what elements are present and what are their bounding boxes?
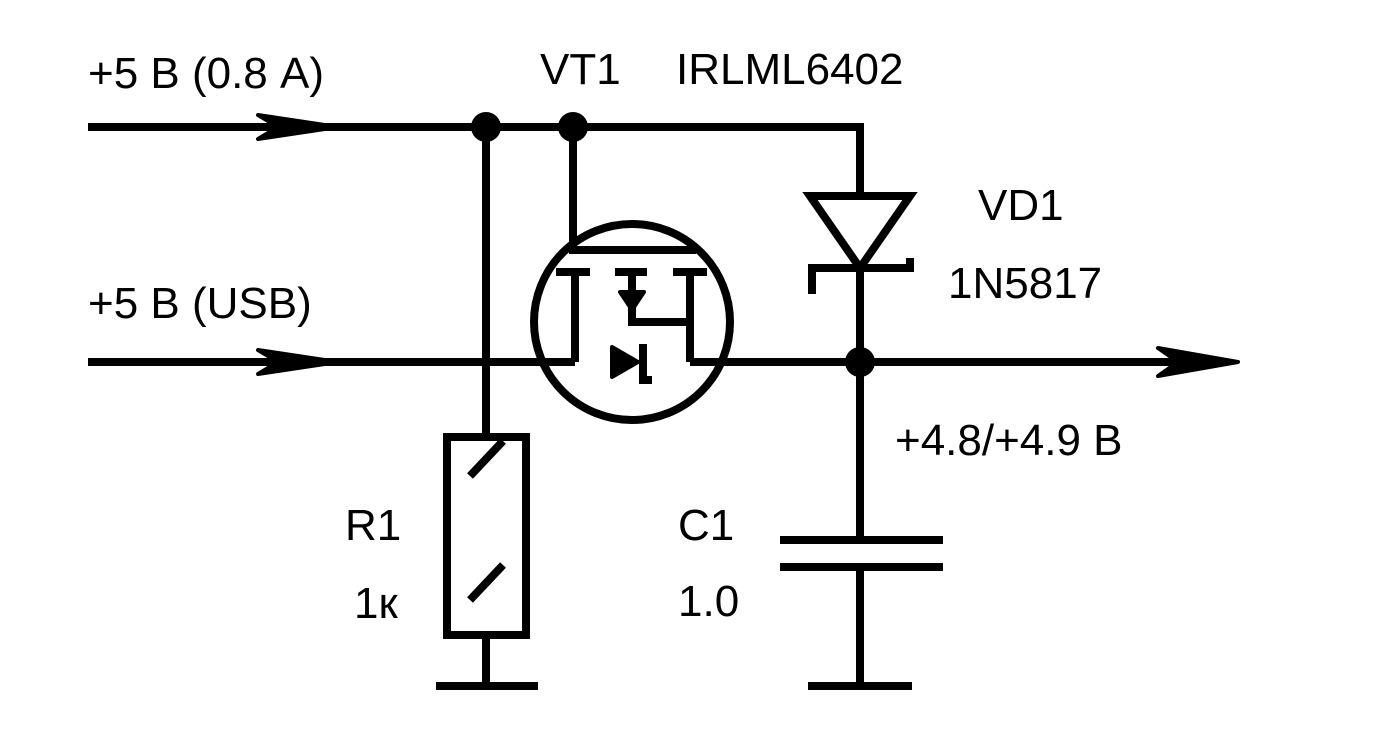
vt1-ref: VT1 xyxy=(540,45,621,94)
mosfet-vt1 xyxy=(530,127,734,424)
usb-input-arrow xyxy=(256,348,340,376)
capacitor-c1 xyxy=(780,362,943,686)
c1-value: 1.0 xyxy=(678,577,739,626)
input-main-label: +5 В (0.8 А) xyxy=(88,49,324,98)
output-label: +4.8/+4.9 В xyxy=(895,416,1123,465)
r1-value: 1к xyxy=(354,579,398,628)
output-arrow xyxy=(1156,346,1240,378)
top-input-arrow xyxy=(256,113,340,141)
r1-ref: R1 xyxy=(345,501,401,550)
c1-ref: C1 xyxy=(678,501,734,550)
vd1-ref: VD1 xyxy=(978,181,1064,230)
diode-vd1 xyxy=(802,192,918,362)
vd1-part: 1N5817 xyxy=(948,259,1102,308)
resistor-r1 xyxy=(443,127,530,686)
top-rail-wire xyxy=(88,123,864,196)
vt1-part: IRLML6402 xyxy=(676,45,903,94)
input-usb-label: +5 В (USB) xyxy=(88,279,312,328)
